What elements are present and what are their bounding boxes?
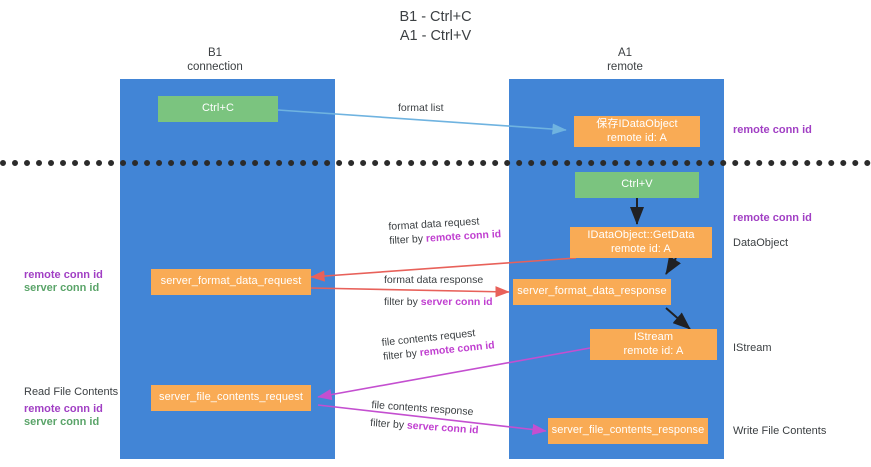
annotation-dataobject: DataObject [733,237,789,249]
title-line-1: B1 - Ctrl+C [399,9,472,25]
lane-header-b1-line2: connection [187,61,243,73]
node-save-dataobject-line1: 保存IDataObject [596,118,678,130]
edge-label-format-data-response-main: format data response [384,274,484,286]
node-server-format-data-response-label: server_format_data_response [517,285,667,298]
filter-prefix: filter by [384,296,421,308]
annotation-remote-conn-id-mid: remote conn id [733,212,812,224]
node-save-dataobject-line2: remote id: A [607,131,667,144]
node-istream-line2: remote id: A [623,344,684,357]
edge-label-format-data-response-filter: filter by server conn id [384,295,493,309]
lane-header-b1: B1 connection [150,46,280,74]
lane-header-a1-line2: remote [607,61,643,73]
annotation-write-file-contents: Write File Contents [733,425,827,437]
annotation-left-remote-conn-id-bottom: remote conn id [24,403,103,415]
filter-key-server-conn-id: server conn id [406,419,479,437]
annotation-remote-conn-id-top: remote conn id [733,124,812,136]
edge-label-format-list: format list [398,102,444,114]
node-ctrl-v[interactable]: Ctrl+V [575,172,699,198]
edge-label-file-contents-request: file contents request filter by remote c… [381,324,495,364]
annotation-read-file-contents: Read File Contents [24,386,119,398]
edge-label-format-data-request: format data request filter by remote con… [388,213,502,248]
node-server-format-data-response[interactable]: server_format_data_response [513,279,671,305]
node-server-format-data-request-label: server_format_data_request [160,275,302,288]
node-ctrl-v-label: Ctrl+V [621,178,653,191]
title-line-2: A1 - Ctrl+V [399,28,472,44]
lane-header-a1: A1 remote [560,46,690,74]
annotation-istream: IStream [733,342,772,354]
edge-label-file-contents-response-filter: filter by server conn id [370,416,479,438]
node-getdata[interactable]: IDataObject::GetData remote id: A [570,227,712,258]
node-save-dataobject[interactable]: 保存IDataObject remote id: A [574,116,700,147]
node-server-file-contents-response-label: server_file_contents_response [551,424,705,437]
node-getdata-line2: remote id: A [611,242,671,255]
lane-header-a1-line1: A1 [617,47,633,59]
node-ctrl-c-label: Ctrl+C [201,102,235,115]
annotation-left-remote-conn-id-mid: remote conn id [24,269,103,281]
filter-key-remote-conn-id: remote conn id [425,228,502,245]
edge-label-file-contents-response: file contents response filter by server … [370,398,481,437]
section-divider [0,160,871,166]
node-server-format-data-request[interactable]: server_format_data_request [151,269,311,295]
node-getdata-line1: IDataObject::GetData [587,229,695,241]
edge-label-format-data-response: format data response filter by server co… [384,273,493,309]
filter-prefix: filter by [388,232,427,247]
annotation-left-server-conn-id-mid: server conn id [24,282,100,294]
lane-header-b1-line1: B1 [207,47,223,59]
node-ctrl-c[interactable]: Ctrl+C [158,96,278,122]
filter-key-server-conn-id: server conn id [420,296,493,308]
node-istream-line1: IStream [633,331,674,343]
page-title: B1 - Ctrl+C A1 - Ctrl+V [0,8,871,46]
node-server-file-contents-request[interactable]: server_file_contents_request [151,385,311,411]
node-server-file-contents-request-label: server_file_contents_request [158,391,304,404]
node-server-file-contents-response[interactable]: server_file_contents_response [548,418,708,444]
annotation-left-server-conn-id-bottom: server conn id [24,416,100,428]
filter-prefix: filter by [369,416,408,432]
node-istream[interactable]: IStream remote id: A [590,329,717,360]
filter-prefix: filter by [382,347,421,363]
